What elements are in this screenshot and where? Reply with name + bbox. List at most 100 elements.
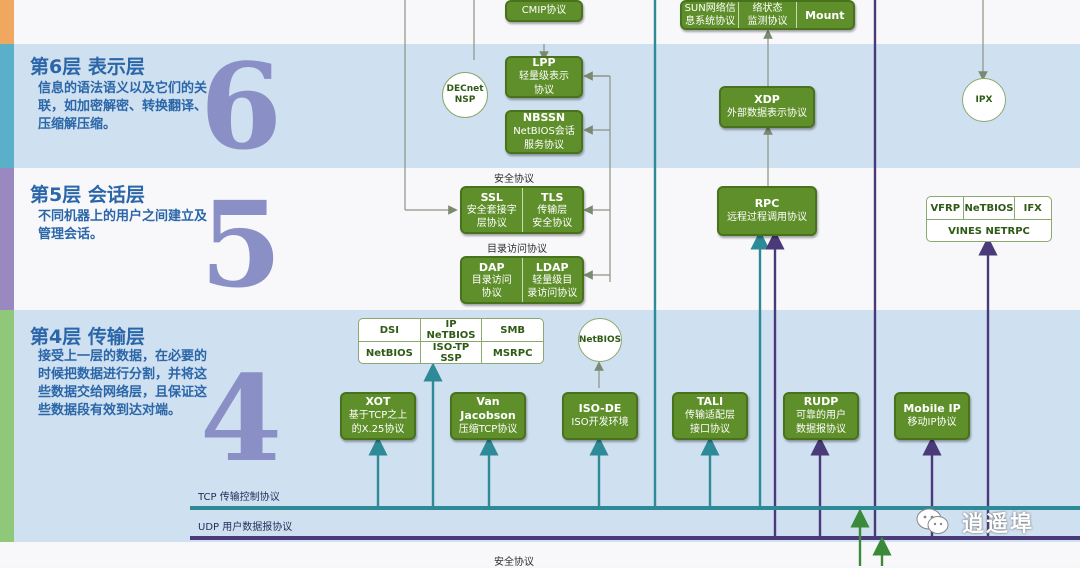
nbssn-name: NBSSN bbox=[522, 111, 566, 124]
ifx-cell: IFX bbox=[1013, 197, 1051, 219]
tali-desc-a: 传输适配层 bbox=[685, 410, 735, 421]
netbios-circle[interactable]: NetBIOS bbox=[578, 318, 622, 362]
decnet-label-a: DECnet bbox=[446, 84, 484, 94]
net-status-cell: 络状态 监测协议 bbox=[738, 2, 795, 28]
netbios-circle-label: NetBIOS bbox=[578, 334, 622, 345]
dap-name: DAP bbox=[478, 260, 505, 274]
layer4-title: 第4层 传输层 bbox=[30, 326, 145, 348]
xdp-name: XDP bbox=[754, 93, 780, 106]
xdp-desc: 外部数据表示协议 bbox=[727, 108, 807, 119]
smb-cell: SMB bbox=[481, 319, 543, 341]
bottom-security-caption: 安全协议 bbox=[494, 557, 534, 568]
cmip-label: CMIP协议 bbox=[521, 5, 567, 16]
stripe-top bbox=[0, 0, 14, 44]
layer5-title: 第5层 会话层 bbox=[30, 184, 145, 206]
wechat-icon bbox=[916, 508, 950, 536]
ssl-name: SSL bbox=[480, 190, 503, 204]
tali-box[interactable]: TALI 传输适配层 接口协议 bbox=[672, 392, 748, 440]
cmip-box[interactable]: CMIP协议 bbox=[505, 0, 583, 22]
rudp-name: RUDP bbox=[803, 395, 839, 408]
van-jacobson-desc: 压缩TCP协议 bbox=[458, 424, 518, 435]
stripe-layer4 bbox=[0, 310, 14, 542]
rpc-name: RPC bbox=[754, 197, 780, 210]
security-protocol-caption: 安全协议 bbox=[494, 174, 534, 185]
dap-cell: DAP 目录访问 协议 bbox=[462, 258, 522, 302]
rpc-desc: 远程过程调用协议 bbox=[727, 212, 807, 223]
sun-cell: SUN网络信 息系统协议 bbox=[682, 2, 738, 28]
dap-ldap-box[interactable]: DAP 目录访问 协议 LDAP 轻量级目 录访问协议 bbox=[460, 256, 584, 304]
tcp-bus-label: TCP 传输控制协议 bbox=[198, 492, 280, 503]
stripe-layer6 bbox=[0, 44, 14, 168]
tls-desc-a: 传输层 bbox=[537, 204, 568, 216]
ldap-cell: LDAP 轻量级目 录访问协议 bbox=[521, 258, 583, 302]
nbssn-box[interactable]: NBSSN NetBIOS会话 服务协议 bbox=[505, 110, 583, 154]
van-jacobson-box[interactable]: Van Jacobson 压缩TCP协议 bbox=[450, 392, 526, 440]
session-protocol-table[interactable]: DSI IP NeTBIOS SMB NetBIOS ISO-TP SSP MS… bbox=[358, 318, 544, 364]
ssl-desc-a: 安全套接字 bbox=[466, 204, 517, 216]
lpp-desc-b: 协议 bbox=[534, 85, 554, 96]
dap-desc-b: 协议 bbox=[481, 287, 502, 299]
mobile-ip-box[interactable]: Mobile IP 移动IP协议 bbox=[894, 392, 970, 440]
mount-label: Mount bbox=[805, 8, 845, 22]
ldap-desc-a: 轻量级目 bbox=[532, 274, 573, 286]
layer5-number: 5 bbox=[200, 175, 283, 314]
ssl-tls-box[interactable]: SSL 安全套接字 层协议 TLS 传输层 安全协议 bbox=[460, 186, 584, 234]
xot-desc-b: 的X.25协议 bbox=[351, 424, 405, 435]
rudp-box[interactable]: RUDP 可靠的用户 数据报协议 bbox=[783, 392, 859, 440]
layer6-description: 信息的语法语义以及它们的关联，如加密解密、转换翻译、压缩解压缩。 bbox=[38, 81, 208, 132]
sun-label-a: SUN网络信 bbox=[684, 3, 736, 14]
netbios-cell: NeTBIOS bbox=[963, 197, 1014, 219]
tls-name: TLS bbox=[541, 190, 564, 204]
watermark-text: 逍遥埠 bbox=[962, 512, 1035, 537]
vines-box[interactable]: VFRP NeTBIOS IFX VINES NETRPC bbox=[926, 196, 1052, 242]
tls-cell: TLS 传输层 安全协议 bbox=[521, 188, 583, 232]
lpp-desc-a: 轻量级表示 bbox=[519, 71, 569, 82]
mobile-ip-name: Mobile IP bbox=[903, 402, 961, 415]
xdp-box[interactable]: XDP 外部数据表示协议 bbox=[719, 86, 815, 128]
vines-netrpc-cell: VINES NETRPC bbox=[948, 225, 1030, 237]
rudp-desc-a: 可靠的用户 bbox=[796, 410, 846, 421]
ip-netbios-cell: IP NeTBIOS bbox=[419, 319, 482, 341]
ssl-desc-b: 层协议 bbox=[476, 217, 507, 229]
rudp-desc-b: 数据报协议 bbox=[796, 424, 846, 435]
msrpc-cell: MSRPC bbox=[481, 342, 543, 364]
dap-desc-a: 目录访问 bbox=[471, 274, 512, 286]
top-right-box[interactable]: SUN网络信 息系统协议 络状态 监测协议 Mount bbox=[680, 0, 855, 30]
tali-desc-b: 接口协议 bbox=[690, 424, 730, 435]
layer4-number: 4 bbox=[200, 349, 283, 488]
decnet-circle[interactable]: DECnet NSP bbox=[442, 72, 488, 118]
iso-de-name: ISO-DE bbox=[578, 402, 622, 415]
lpp-box[interactable]: LPP 轻量级表示 协议 bbox=[505, 56, 583, 98]
iso-de-desc: ISO开发环境 bbox=[571, 417, 629, 428]
layer6-title: 第6层 表示层 bbox=[30, 56, 145, 78]
mount-cell: Mount bbox=[795, 2, 853, 28]
xot-name: XOT bbox=[365, 395, 391, 408]
net-status-label-b: 监测协议 bbox=[747, 16, 788, 27]
ipx-label: IPX bbox=[975, 94, 993, 105]
mobile-ip-desc: 移动IP协议 bbox=[907, 417, 957, 428]
tali-name: TALI bbox=[696, 395, 724, 408]
xot-box[interactable]: XOT 基于TCP之上 的X.25协议 bbox=[340, 392, 416, 440]
rpc-box[interactable]: RPC 远程过程调用协议 bbox=[717, 186, 817, 236]
netbios-cell-2: NetBIOS bbox=[365, 347, 413, 359]
dsi-cell: DSI bbox=[379, 324, 399, 336]
decnet-label-b: NSP bbox=[454, 95, 476, 105]
ldap-desc-b: 录访问协议 bbox=[527, 287, 578, 299]
iso-tp-ssp-cell: ISO-TP SSP bbox=[419, 342, 482, 364]
watermark: 逍遥埠 bbox=[916, 506, 1034, 538]
sun-label-b: 息系统协议 bbox=[685, 16, 736, 27]
nbssn-desc-b: 服务协议 bbox=[524, 140, 564, 151]
layer4-description: 接受上一层的数据，在必要的时候把数据进行分割，并将这些数据交给网络层，且保证这些… bbox=[38, 349, 208, 418]
lpp-name: LPP bbox=[532, 56, 556, 69]
van-jacobson-name: Van Jacobson bbox=[460, 395, 516, 422]
net-status-label-a: 络状态 bbox=[752, 3, 783, 14]
ldap-name: LDAP bbox=[535, 260, 569, 274]
layer6-number: 6 bbox=[200, 37, 283, 176]
xot-desc-a: 基于TCP之上 bbox=[348, 410, 408, 421]
ipx-circle[interactable]: IPX bbox=[962, 78, 1006, 122]
iso-de-box[interactable]: ISO-DE ISO开发环境 bbox=[562, 392, 638, 440]
directory-protocol-caption: 目录访问协议 bbox=[487, 244, 547, 255]
ssl-cell: SSL 安全套接字 层协议 bbox=[462, 188, 522, 232]
bottom-band bbox=[0, 542, 1080, 566]
vfrp-cell: VFRP bbox=[930, 202, 961, 214]
